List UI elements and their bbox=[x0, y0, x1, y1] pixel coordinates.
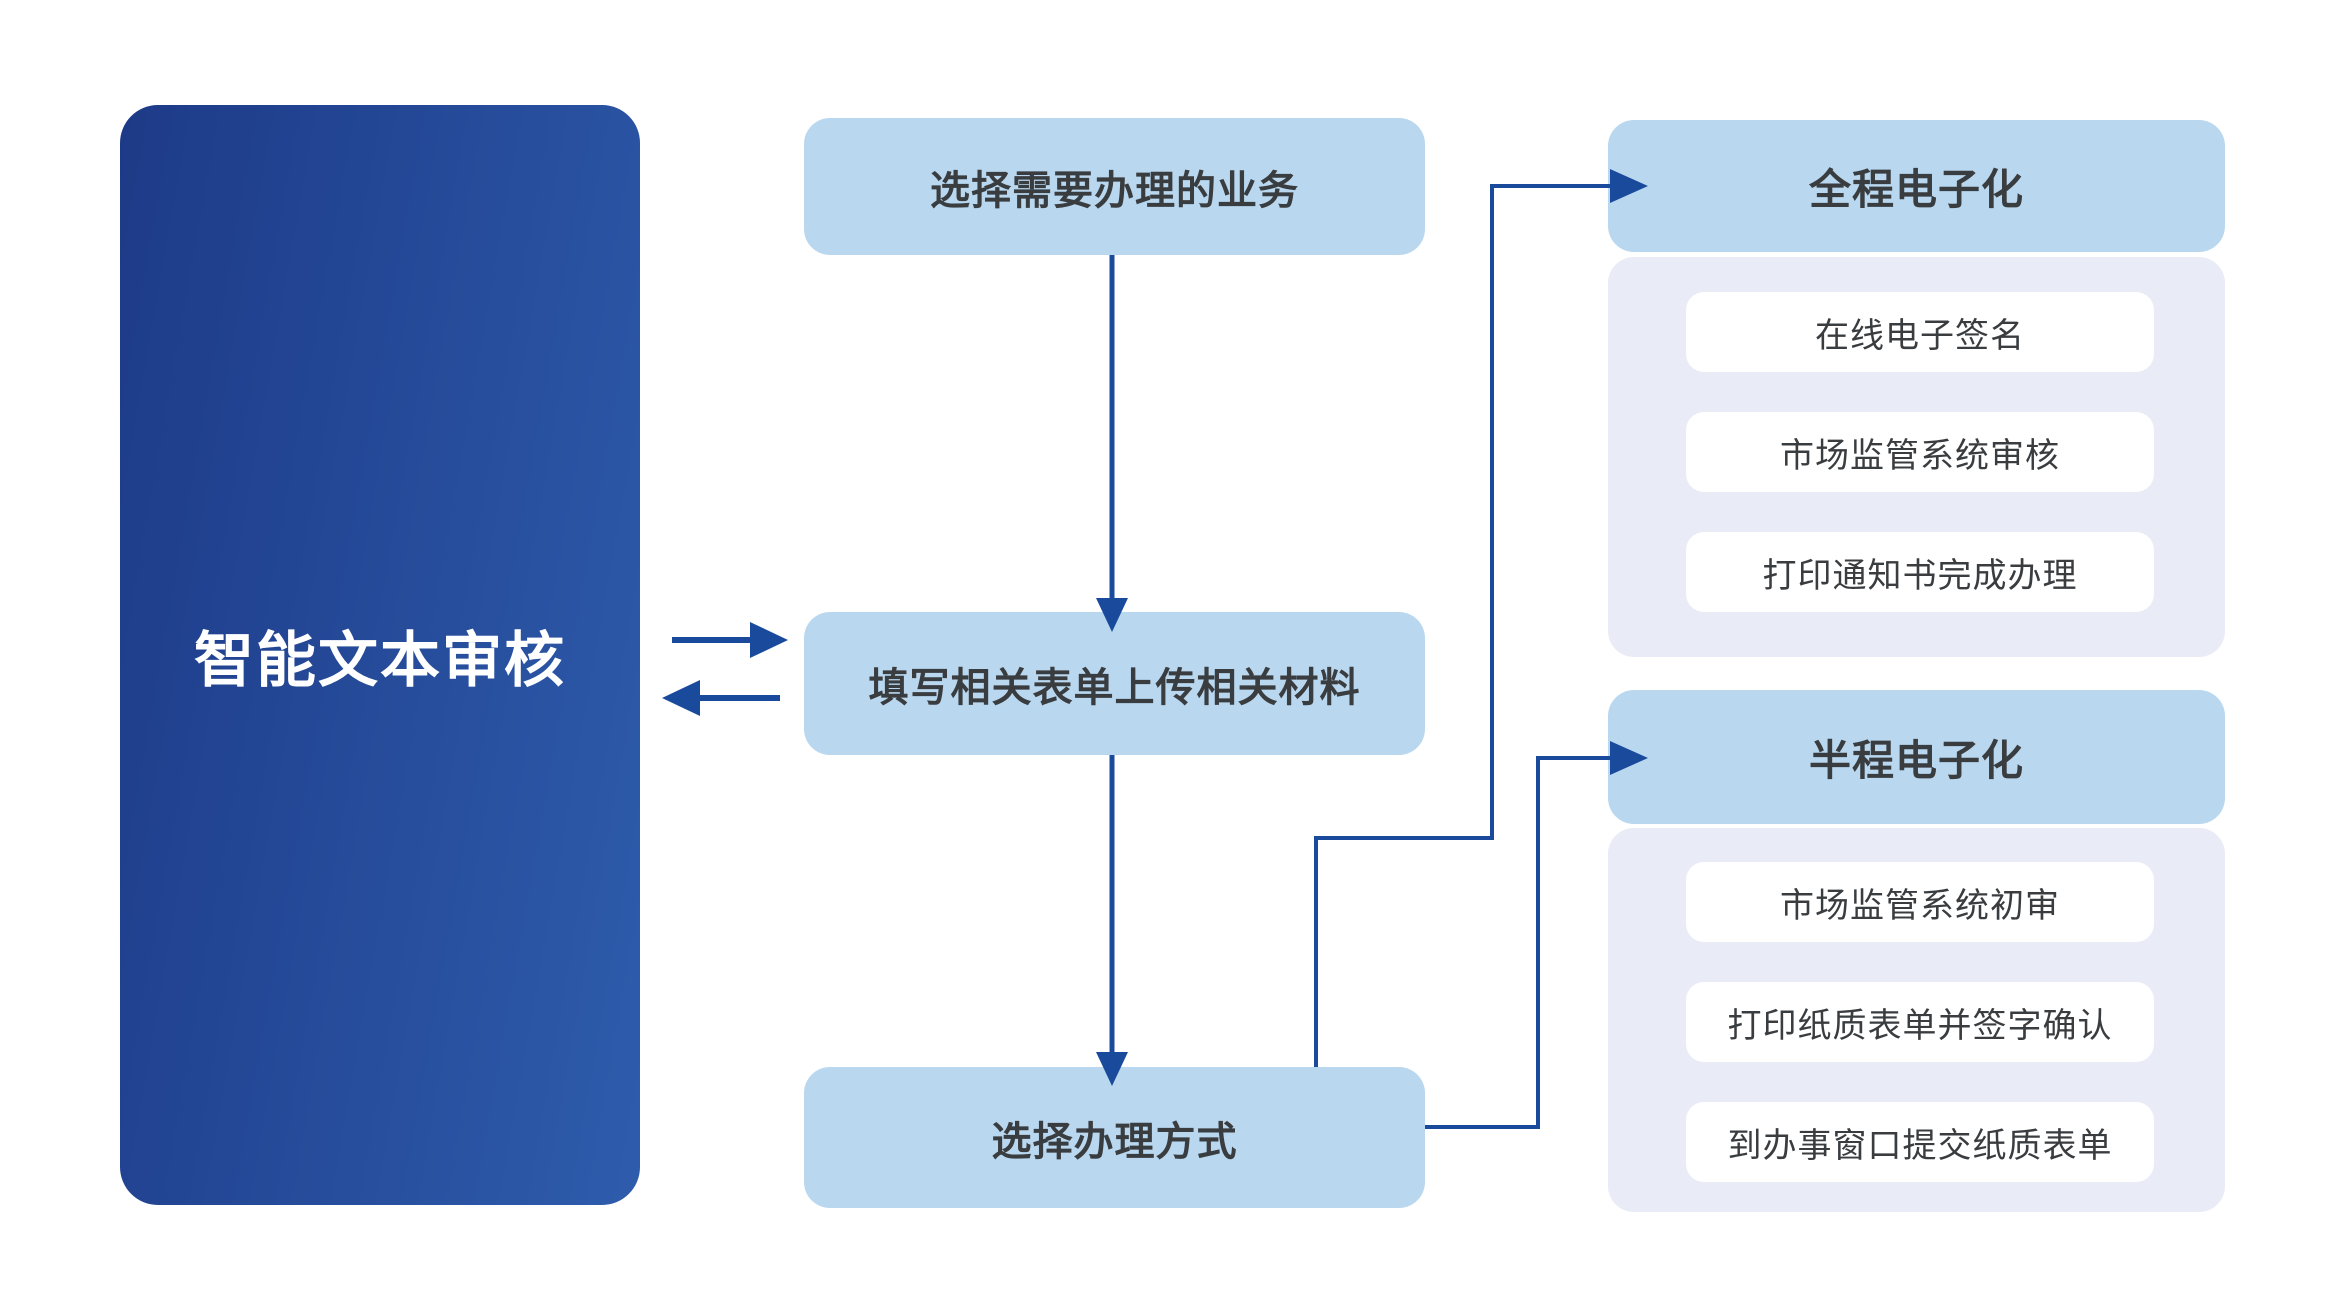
item-submit-paper-form-window: 到办事窗口提交纸质表单 bbox=[1686, 1102, 2154, 1182]
branch-full-electronic-title: 全程电子化 bbox=[1808, 165, 2024, 213]
item-print-paper-form-sign: 打印纸质表单并签字确认 bbox=[1686, 982, 2154, 1062]
item-print-notice-complete-label: 打印通知书完成办理 bbox=[1762, 556, 2078, 595]
branch-half-electronic-header: 半程电子化 bbox=[1608, 690, 2225, 824]
arrow-panel-to-step2 bbox=[672, 622, 788, 658]
item-market-supervision-review-label: 市场监管系统审核 bbox=[1780, 436, 2060, 475]
branch-full-electronic-header: 全程电子化 bbox=[1608, 120, 2225, 252]
item-market-supervision-review: 市场监管系统审核 bbox=[1686, 412, 2154, 492]
item-print-notice-complete: 打印通知书完成办理 bbox=[1686, 532, 2154, 612]
item-online-esignature: 在线电子签名 bbox=[1686, 292, 2154, 372]
arrow-step2-to-panel bbox=[662, 680, 780, 716]
intelligent-text-review-label: 智能文本审核 bbox=[194, 626, 566, 694]
step-fill-forms-upload: 填写相关表单上传相关材料 bbox=[804, 612, 1425, 755]
intelligent-text-review-panel: 智能文本审核 bbox=[120, 105, 640, 1205]
arrow-step2-to-step3 bbox=[1096, 755, 1128, 1086]
step-choose-method: 选择办理方式 bbox=[804, 1067, 1425, 1208]
step-choose-method-label: 选择办理方式 bbox=[991, 1119, 1238, 1164]
branch-half-electronic-title: 半程电子化 bbox=[1808, 736, 2024, 784]
item-print-paper-form-sign-label: 打印纸质表单并签字确认 bbox=[1727, 1006, 2113, 1045]
item-online-esignature-label: 在线电子签名 bbox=[1815, 316, 2025, 355]
item-market-supervision-preliminary: 市场监管系统初审 bbox=[1686, 862, 2154, 942]
arrow-step1-to-step2 bbox=[1096, 255, 1128, 632]
item-submit-paper-form-window-label: 到办事窗口提交纸质表单 bbox=[1727, 1126, 2113, 1165]
item-market-supervision-preliminary-label: 市场监管系统初审 bbox=[1780, 886, 2060, 925]
step-select-business-label: 选择需要办理的业务 bbox=[930, 168, 1299, 213]
step-select-business: 选择需要办理的业务 bbox=[804, 118, 1425, 255]
step-fill-forms-upload-label: 填写相关表单上传相关材料 bbox=[868, 665, 1361, 710]
